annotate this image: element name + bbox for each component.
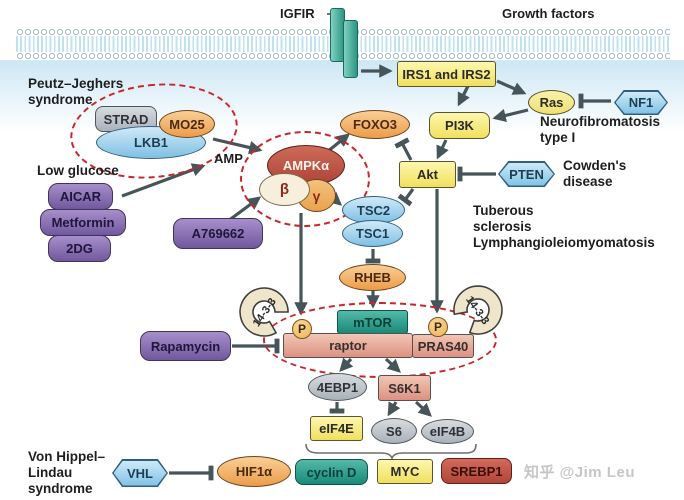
cowdens-label: Cowden's disease xyxy=(563,158,626,190)
node-ampk-beta: β xyxy=(259,173,310,206)
von-hippel-lindau-label: Von Hippel– Lindau syndrome xyxy=(28,449,105,497)
node-pten: PTEN xyxy=(498,161,555,187)
low-glucose-label: Low glucose xyxy=(37,163,119,179)
outputs-brace xyxy=(305,443,477,461)
node-s6: S6 xyxy=(371,418,417,444)
vhl-line3: syndrome xyxy=(28,481,93,496)
tuberous-sclerosis-label: Tuberous sclerosis Lymphangioleiomyomato… xyxy=(473,203,655,251)
node-srebp1: SREBP1 xyxy=(441,458,512,484)
growth-factors-label: Growth factors xyxy=(502,6,594,22)
tuberous-line1: Tuberous xyxy=(473,203,534,218)
lkb1-to-ampk-arrow xyxy=(212,137,263,155)
node-mtor: mTOR xyxy=(337,310,408,334)
node-nf1: NF1 xyxy=(614,90,668,115)
watermark: 知乎 @Jim Leu xyxy=(524,464,635,481)
growth-factors-text: Growth factors xyxy=(502,6,595,21)
tuberous-line2: sclerosis xyxy=(473,219,532,234)
vhl-line1: Von Hippel– xyxy=(28,449,106,464)
igfir-receptor-bar-2 xyxy=(343,20,358,78)
irs-to-ras-arrow xyxy=(496,79,527,95)
node-myc: MYC xyxy=(377,459,433,484)
node-raptor: raptor xyxy=(283,333,413,358)
peutz-line2: syndrome xyxy=(28,92,93,107)
node-a769662: A769662 xyxy=(173,218,263,249)
node-pi3k: PI3K xyxy=(429,112,490,139)
node-eif4e: eIF4E xyxy=(310,416,363,441)
s6k1-to-eif4b-arrow xyxy=(414,400,432,417)
node-tsc2: TSC2 xyxy=(342,196,405,224)
low-glucose-text: Low glucose xyxy=(37,163,119,178)
node-rheb: RHEB xyxy=(339,264,406,291)
node-aicar: AICAR xyxy=(48,183,113,210)
akt-inhibits-foxo3 xyxy=(394,137,413,161)
cowdens-line2: disease xyxy=(563,174,613,189)
node-pras40: PRAS40 xyxy=(412,334,474,358)
node-ras: Ras xyxy=(528,90,575,115)
amp-text: AMP xyxy=(214,151,243,166)
node-s6k1: S6K1 xyxy=(378,375,431,401)
vhl-line2: Lindau xyxy=(28,465,73,480)
pten-hex-label: PTEN xyxy=(499,162,554,186)
node-foxo3: FOXO3 xyxy=(340,110,410,139)
ras-to-pi3k-arrow xyxy=(492,108,529,122)
node-vhl: VHL xyxy=(112,459,168,487)
igfir-label-text: IGFIR xyxy=(280,6,315,21)
node-eif4b: eIF4B xyxy=(421,419,474,444)
peutz-jeghers-label: Peutz–Jeghers syndrome xyxy=(28,76,123,108)
nf-line2: type I xyxy=(540,130,576,145)
node-hif1a: HIF1α xyxy=(217,456,291,487)
phospho-raptor: P xyxy=(292,319,312,339)
14-3-3-left: 14-3-3 xyxy=(239,287,289,337)
akt-inhibits-tsc2 xyxy=(397,188,415,207)
node-cyclin-d: cyclin D xyxy=(295,459,368,485)
vhl-hex-label: VHL xyxy=(113,460,167,486)
irs-to-pi3k-arrow xyxy=(457,85,470,107)
node-akt: Akt xyxy=(399,161,456,188)
node-irs1-irs2: IRS1 and IRS2 xyxy=(397,61,496,87)
nf-line1: Neurofibromatosis xyxy=(540,114,661,129)
node-rapamycin: Rapamycin xyxy=(140,331,231,361)
node-4ebp1: 4EBP1 xyxy=(308,373,367,401)
pi3k-to-akt-arrow xyxy=(436,139,449,160)
amp-label: AMP xyxy=(214,151,243,167)
node-2dg: 2DG xyxy=(48,235,111,262)
nf1-hex-label: NF1 xyxy=(615,91,667,114)
peutz-line1: Peutz–Jeghers xyxy=(28,76,124,91)
tuberous-line3: Lymphangioleiomyomatosis xyxy=(473,235,655,250)
node-tsc1: TSC1 xyxy=(342,220,403,247)
lowglucose-to-amp-arrow xyxy=(121,163,206,198)
node-metformin: Metformin xyxy=(40,209,126,236)
phospho-pras40: P xyxy=(428,317,448,337)
neurofibromatosis-label: Neurofibromatosis type I xyxy=(540,114,660,146)
cowdens-line1: Cowden's xyxy=(563,158,627,173)
igfir-label: IGFIR xyxy=(280,6,315,22)
s6k1-to-s6-arrow xyxy=(387,401,401,417)
node-mo25: MO25 xyxy=(159,110,215,138)
14-3-3-right: 14-3-3 xyxy=(453,285,503,335)
ampk-complex-outline xyxy=(240,131,370,227)
